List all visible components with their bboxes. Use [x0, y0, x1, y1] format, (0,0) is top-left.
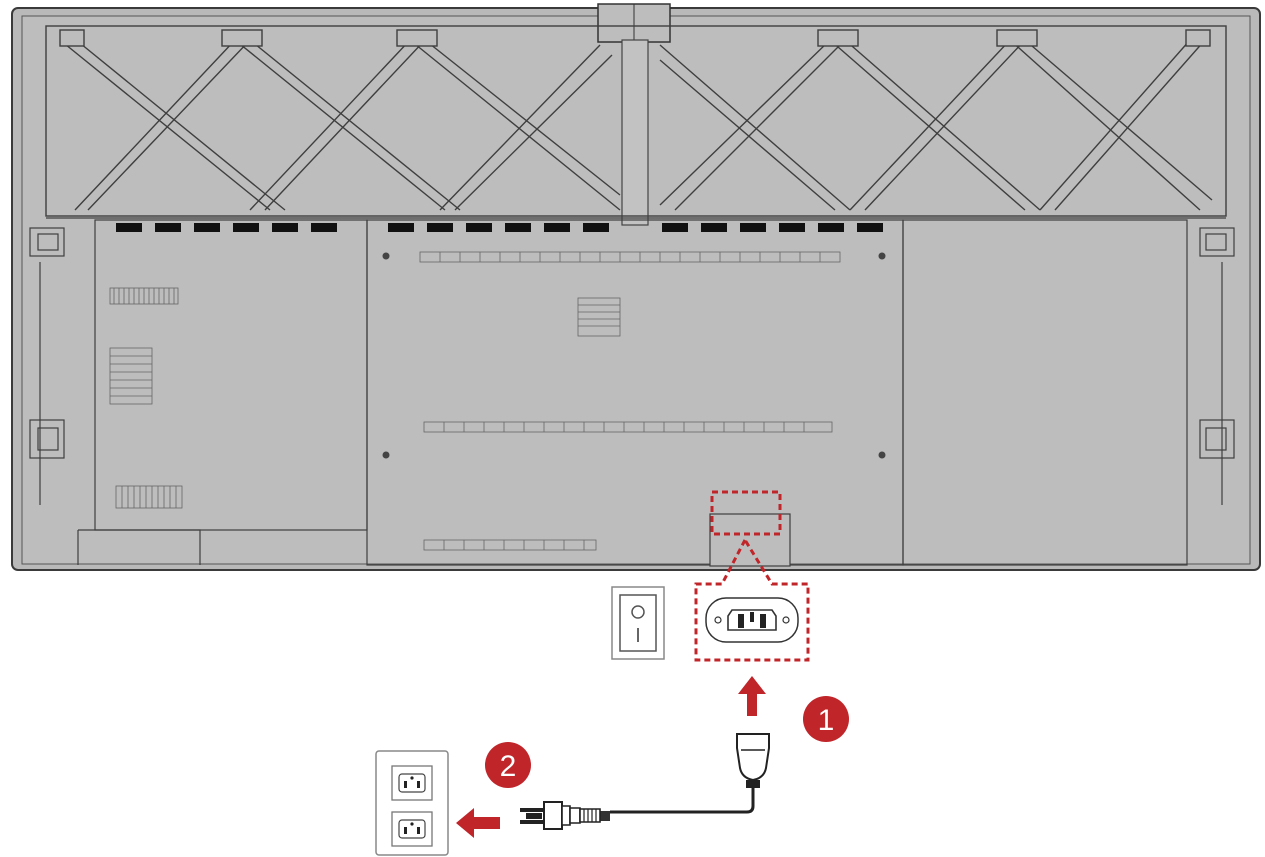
step-1-badge: 1: [803, 696, 849, 742]
step-1-label: 1: [818, 704, 835, 737]
power-switch: [611, 586, 665, 660]
vent-grille: [109, 251, 841, 551]
wall-outlet: [375, 750, 449, 856]
vent-slots: [116, 223, 883, 232]
ac-cord-connector: [610, 733, 770, 814]
step-2-label: 2: [500, 750, 517, 783]
arrow-left-icon: [456, 808, 500, 838]
rear-brace-frame: [45, 25, 1227, 217]
ac-power-inlet: [705, 597, 799, 643]
arrow-up-icon: [738, 676, 766, 716]
zoom-callout: [694, 490, 810, 662]
step-2-badge: 2: [485, 742, 531, 788]
display-rear-panel: [11, 3, 1261, 571]
power-plug: [520, 801, 610, 830]
